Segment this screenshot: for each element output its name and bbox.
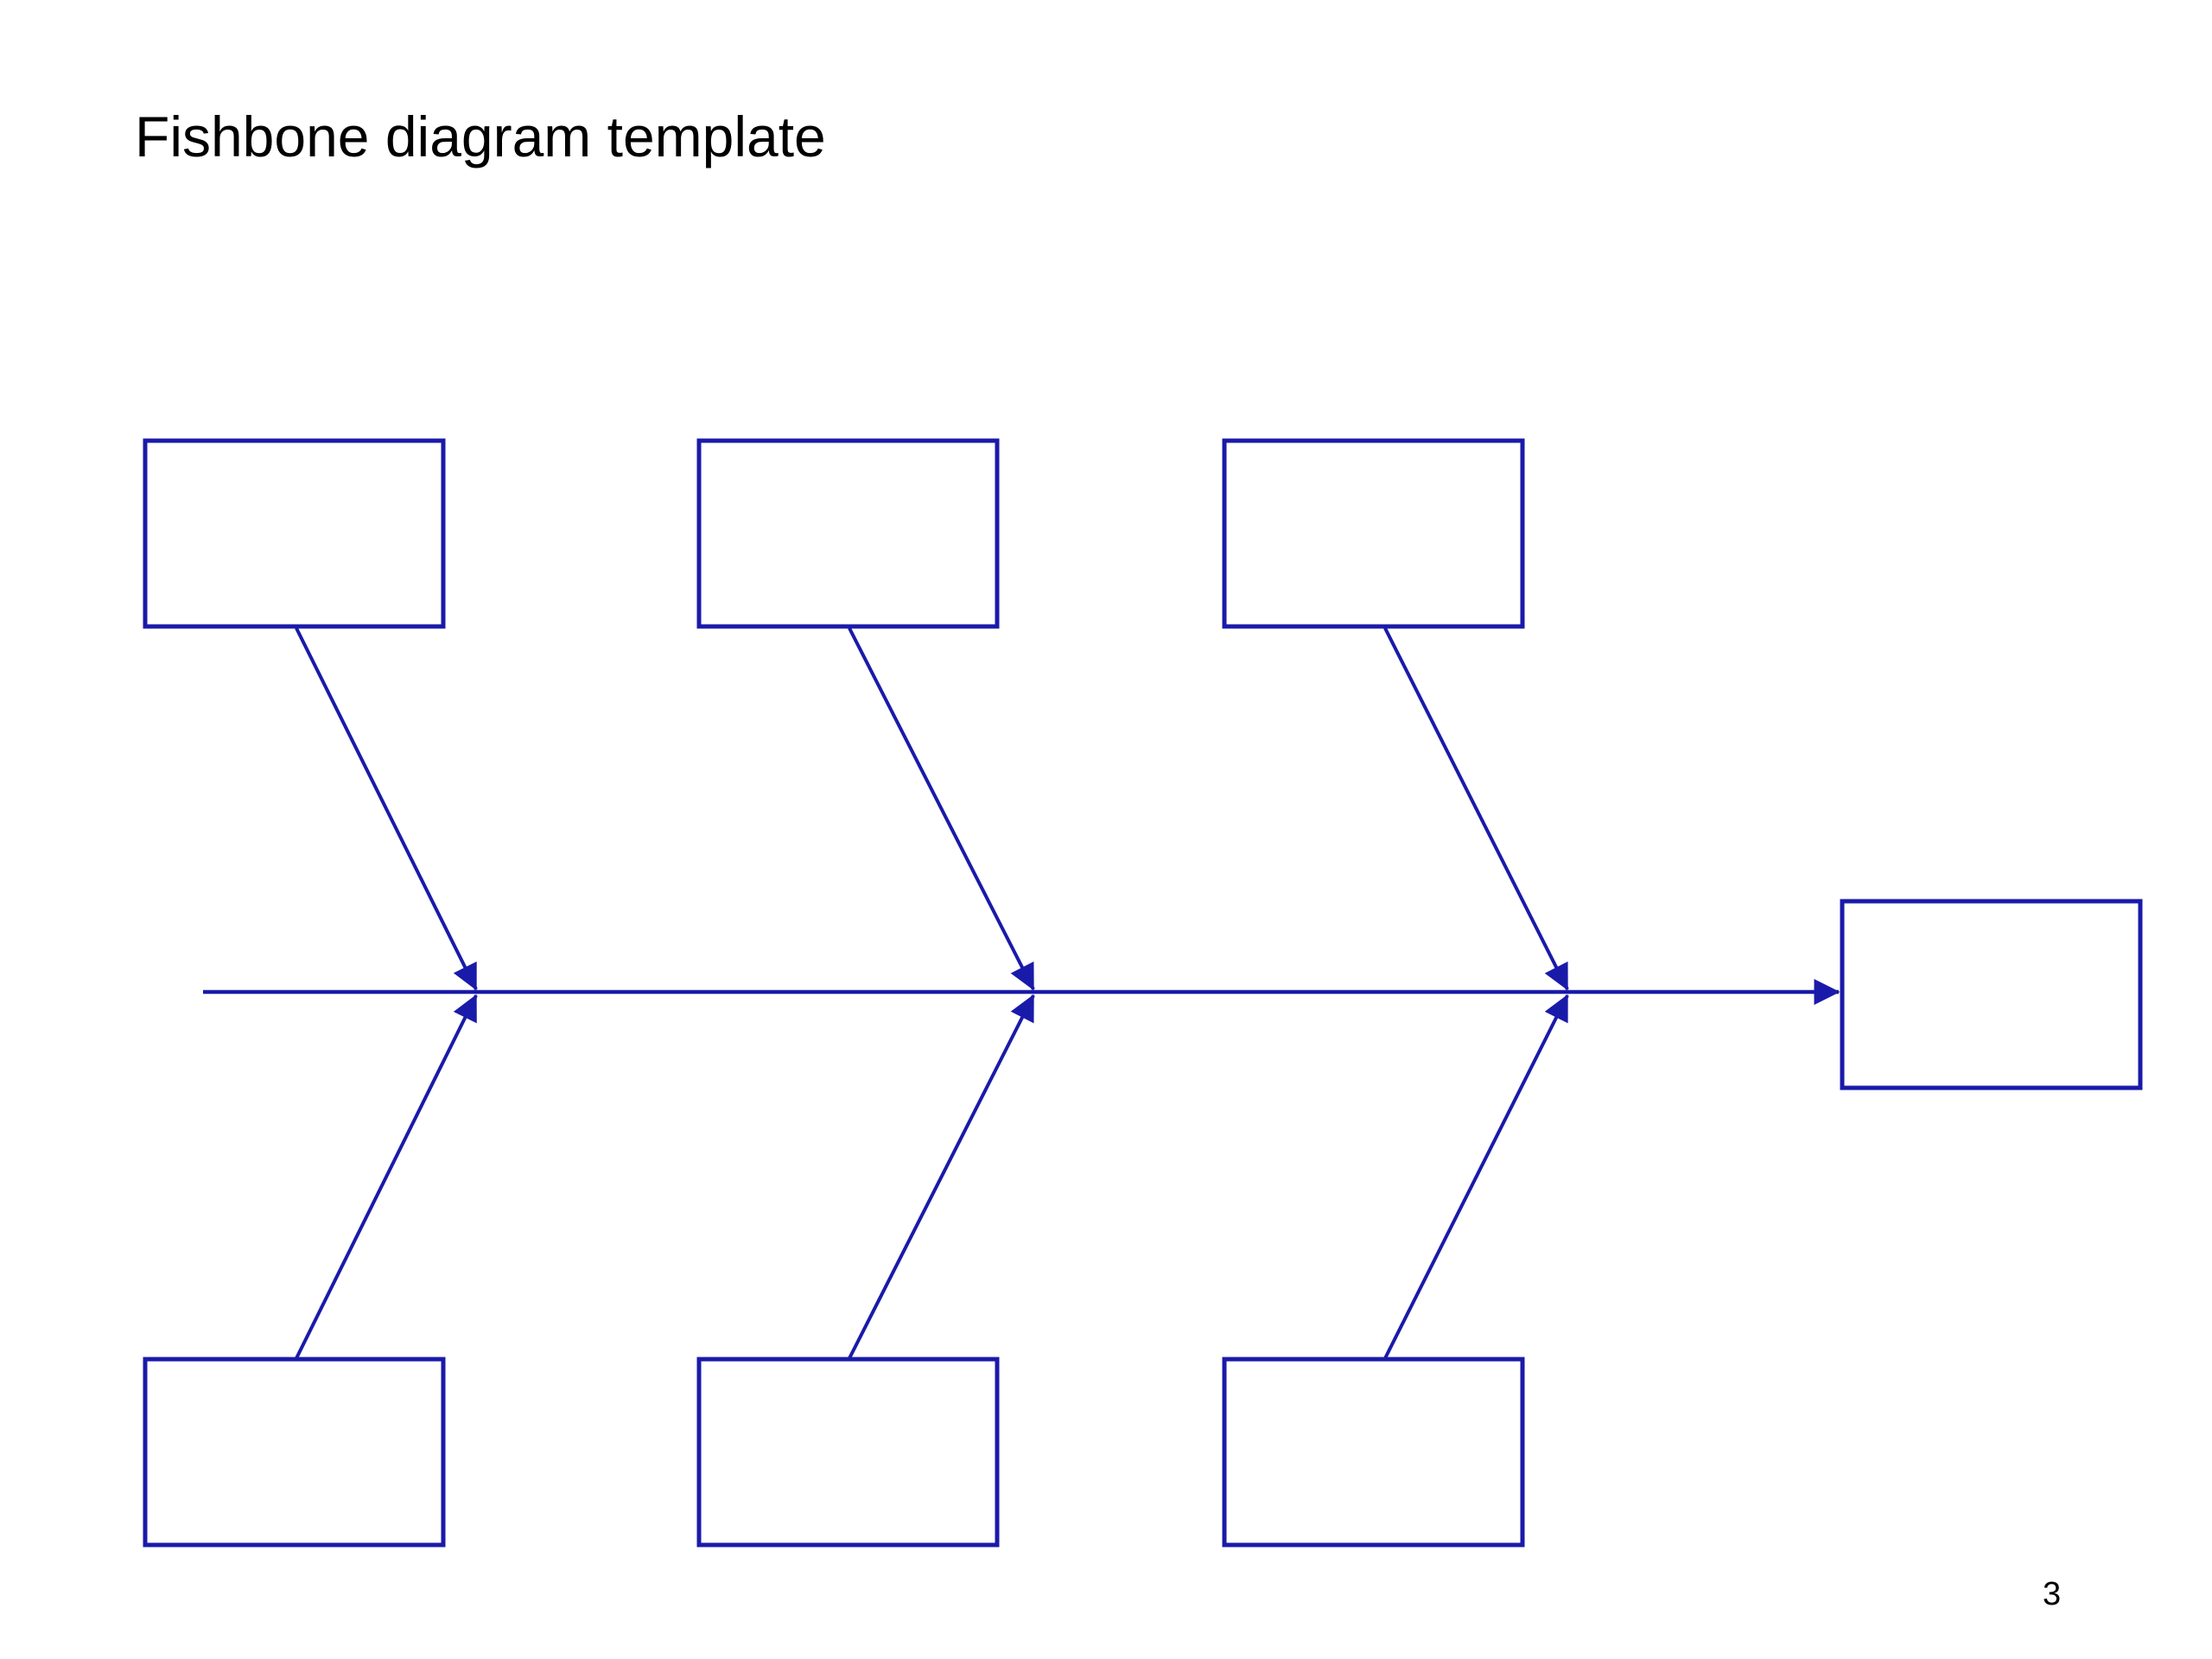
page-number: 3 <box>2043 1576 2062 1612</box>
cause-box-top-3[interactable] <box>1222 438 1525 629</box>
bone-top-1 <box>295 627 478 991</box>
bone-top-2 <box>848 627 1035 991</box>
bone-bottom-2 <box>848 994 1035 1359</box>
cause-box-bottom-3[interactable] <box>1222 1357 1525 1548</box>
cause-box-top-1[interactable] <box>143 438 446 629</box>
cause-box-bottom-1[interactable] <box>143 1357 446 1548</box>
bone-top-3 <box>1383 627 1569 991</box>
bone-bottom-3 <box>1383 994 1569 1359</box>
effect-box[interactable] <box>1840 899 2143 1090</box>
cause-box-top-2[interactable] <box>696 438 1000 629</box>
bone-bottom-1 <box>295 994 478 1359</box>
cause-box-bottom-2[interactable] <box>696 1357 1000 1548</box>
page-title: Fishbone diagram template <box>135 105 826 168</box>
